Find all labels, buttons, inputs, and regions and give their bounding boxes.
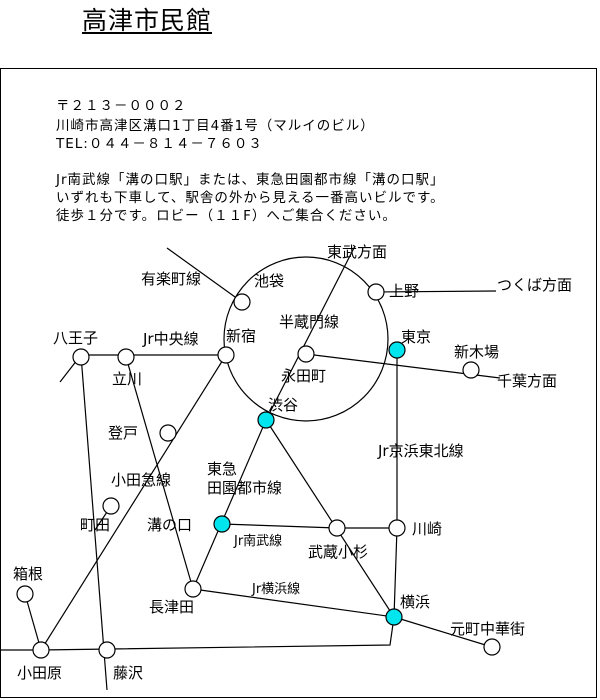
map-frame [0, 68, 597, 698]
street-address: 川崎市高津区溝口1丁目4番1号（マルイのビル） [56, 118, 375, 134]
label-ueno: 上野 [389, 282, 419, 300]
page-title: 高津市民館 [82, 6, 213, 35]
directions-line-3: 徒歩１分です。ロビー（１１F）へご集合ください。 [56, 208, 397, 224]
hakone-line [24, 593, 42, 651]
odakyu-line [40, 354, 227, 651]
station-tokyo[interactable] [388, 341, 406, 359]
tsukuba-line [375, 290, 497, 293]
station-hachioji[interactable] [72, 348, 90, 366]
tokaido-line [0, 616, 395, 651]
telephone: TEL:０４４－８１４－７６０３ [56, 136, 263, 152]
label-shibuya: 渋谷 [268, 396, 298, 414]
label-mizonokuchi: 溝の口 [147, 516, 192, 534]
label-tobu-direction: 東武方面 [327, 243, 387, 261]
label-hachioji: 八王子 [53, 329, 98, 347]
label-odawara: 小田原 [17, 664, 62, 682]
label-hanzomon-line: 半蔵門線 [279, 313, 339, 331]
keihin-tohoku-line [393, 352, 398, 618]
station-nagatacho[interactable] [297, 345, 315, 363]
label-nagatacho: 永田町 [281, 367, 326, 385]
station-machida[interactable] [102, 497, 120, 515]
nambu-line [221, 523, 397, 529]
label-nagatsuta: 長津田 [149, 598, 194, 616]
station-shibuya[interactable] [257, 411, 275, 429]
label-shinjuku: 新宿 [226, 327, 256, 345]
label-nambu-line: Jr南武線 [233, 533, 282, 549]
station-mizonokuchi[interactable] [213, 515, 231, 533]
station-ikebukuro[interactable] [233, 293, 251, 311]
label-shinkiba: 新木場 [454, 343, 499, 361]
label-odakyu-line: 小田急線 [111, 471, 171, 489]
station-noborito[interactable] [159, 424, 177, 442]
label-fujisawa: 藤沢 [113, 664, 143, 682]
station-odawara[interactable] [32, 641, 50, 659]
label-motomachi: 元町中華街 [450, 620, 525, 638]
label-ikebukuro: 池袋 [254, 272, 284, 290]
yamanote-loop [223, 256, 389, 422]
directions-line-1: Jr南武線「溝の口駅」または、東急田園都市線「溝の口駅」 [56, 172, 445, 188]
label-toyoko-line: 東急 [207, 460, 237, 478]
label-yokohama-line: Jr横浜線 [251, 581, 300, 597]
label-yurakucho-line: 有楽町線 [141, 270, 201, 288]
hanzomon-line [265, 245, 356, 421]
station-musashikosugi[interactable] [328, 519, 346, 537]
label-hakone: 箱根 [13, 565, 43, 583]
label-kawasaki: 川崎 [412, 520, 442, 538]
label-chuo-line: Jr中央線 [142, 330, 199, 348]
station-shinjuku[interactable] [217, 346, 235, 364]
denentoshi-line [192, 419, 267, 590]
postal-code: 〒２１３－０００２ [56, 98, 187, 114]
station-ueno[interactable] [367, 283, 385, 301]
station-nagatsuta[interactable] [184, 580, 202, 598]
station-motomachi[interactable] [483, 638, 501, 656]
label-tachikawa: 立川 [112, 370, 142, 388]
sagami-line [80, 354, 108, 691]
yurakucho-line [166, 247, 243, 303]
station-shinkiba[interactable] [462, 361, 480, 379]
label-tokyo: 東京 [401, 328, 431, 346]
label-noborito: 登戸 [108, 424, 138, 442]
label-denentoshi-line: 田園都市線 [207, 479, 282, 497]
label-tsukuba-direction: つくば方面 [497, 276, 572, 294]
station-hakone[interactable] [16, 585, 34, 603]
station-fujisawa[interactable] [98, 641, 116, 659]
directions-line-2: いずれも下車して、駅舎の外から見える一番高いビルです。 [56, 190, 445, 206]
station-tachikawa[interactable] [117, 348, 135, 366]
label-machida: 町田 [80, 516, 110, 534]
yokohama-line [192, 588, 395, 618]
label-yokohama: 横浜 [400, 593, 430, 611]
label-musashikosugi: 武蔵小杉 [308, 543, 368, 561]
label-chiba-direction: 千葉方面 [497, 372, 557, 390]
station-yokohama[interactable] [385, 608, 403, 626]
toyoko-line [265, 419, 395, 618]
station-kawasaki[interactable] [388, 519, 406, 537]
nambu-upper-line [125, 356, 194, 590]
label-keihin-tohoku-line: Jr京浜東北線 [377, 442, 464, 460]
minatomirai-line [393, 616, 493, 648]
